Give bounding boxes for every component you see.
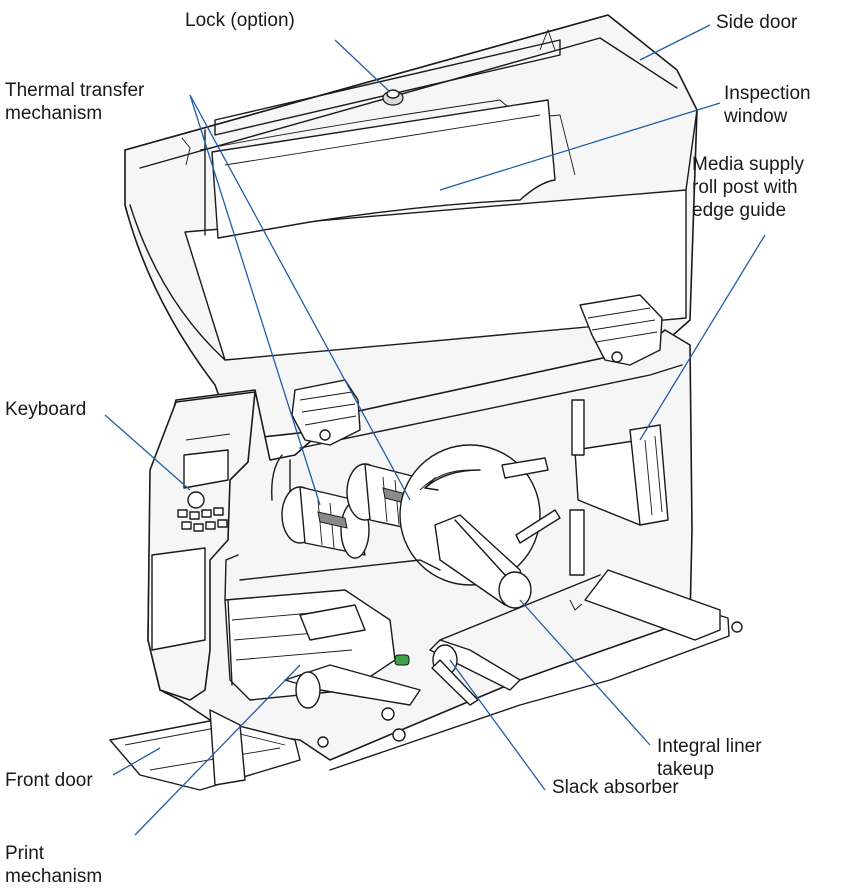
label-print-mechanism: Print mechanism (5, 843, 103, 887)
leader-slack (449, 659, 546, 791)
label-keyboard: Keyboard (5, 399, 87, 420)
leader-keyboard (104, 414, 191, 491)
label-inspection-window: Inspection window (724, 83, 811, 127)
leader-lock (334, 39, 391, 93)
hinge-right (579, 294, 663, 366)
label-lock: Lock (option) (185, 10, 295, 31)
leader-inspection (439, 102, 721, 191)
label-side-door: Side door (716, 12, 798, 33)
label-integral-liner: Integral liner takeup (657, 736, 762, 780)
label-slack-absorber: Slack absorber (552, 777, 679, 798)
front-door (109, 709, 301, 791)
leader-thermal-b (189, 94, 411, 501)
leader-front-door (112, 747, 161, 776)
keyboard-panel (147, 391, 256, 701)
keypad-keys (177, 507, 228, 532)
leader-lines (104, 24, 766, 836)
leader-side-door (639, 24, 711, 61)
print-mechanism (224, 554, 479, 742)
media-supply-post (569, 399, 669, 576)
guide-plates (501, 457, 561, 544)
lock-knob (382, 89, 404, 106)
leader-media (639, 234, 766, 441)
leader-thermal-a (189, 94, 321, 506)
label-thermal-transfer: Thermal transfer mechanism (5, 80, 145, 124)
feed-arrowhead (424, 477, 439, 491)
hinge-left (291, 379, 361, 446)
inspection-window (211, 99, 556, 239)
leader-liner (519, 599, 651, 746)
leader-print (134, 664, 301, 836)
label-media-supply: Media supply roll post with edge guide (692, 154, 804, 221)
label-front-door: Front door (5, 770, 93, 791)
